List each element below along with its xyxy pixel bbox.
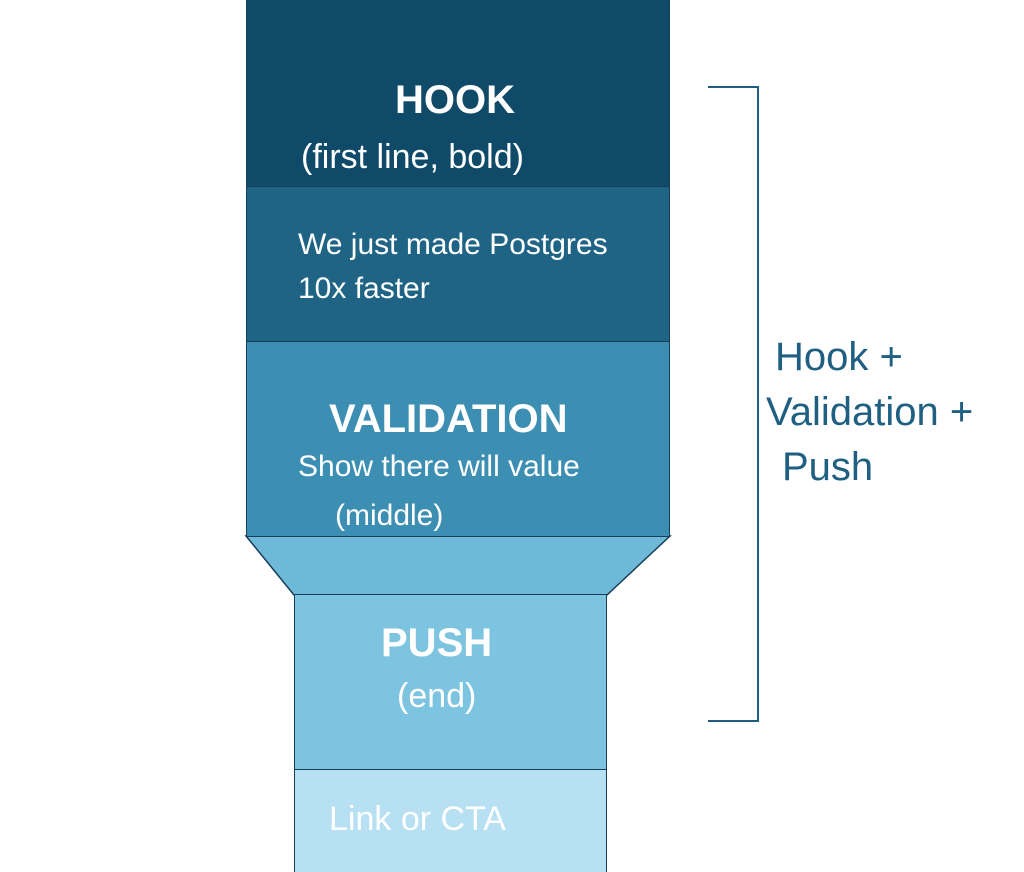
validation-block: VALIDATION Show there will value (middle… (246, 341, 670, 537)
hook-example-line-1: We just made Postgres (298, 228, 608, 261)
push-title: PUSH (381, 621, 493, 665)
hook-subtitle: (first line, bold) (301, 138, 524, 176)
funnel-shape (244, 535, 672, 596)
push-block: PUSH (end) (294, 594, 607, 770)
bracket-line (708, 86, 759, 722)
push-subtitle: (end) (397, 677, 477, 715)
hook-block: HOOK (first line, bold) (246, 0, 670, 188)
hook-title: HOOK (395, 78, 515, 122)
cta-block: Link or CTA (294, 769, 607, 872)
bracket-line-3: Push (782, 445, 874, 489)
bracket-line-2: Validation + (766, 390, 974, 434)
cta-label: Link or CTA (329, 800, 506, 838)
bracket-line-1: Hook + (775, 335, 903, 379)
validation-title: VALIDATION (329, 397, 568, 441)
hook-example-line-2: 10x faster (298, 272, 430, 305)
validation-line-2: (middle) (335, 499, 444, 532)
hook-example-block: We just made Postgres 10x faster (246, 186, 670, 342)
validation-line-1: Show there will value (298, 450, 580, 483)
